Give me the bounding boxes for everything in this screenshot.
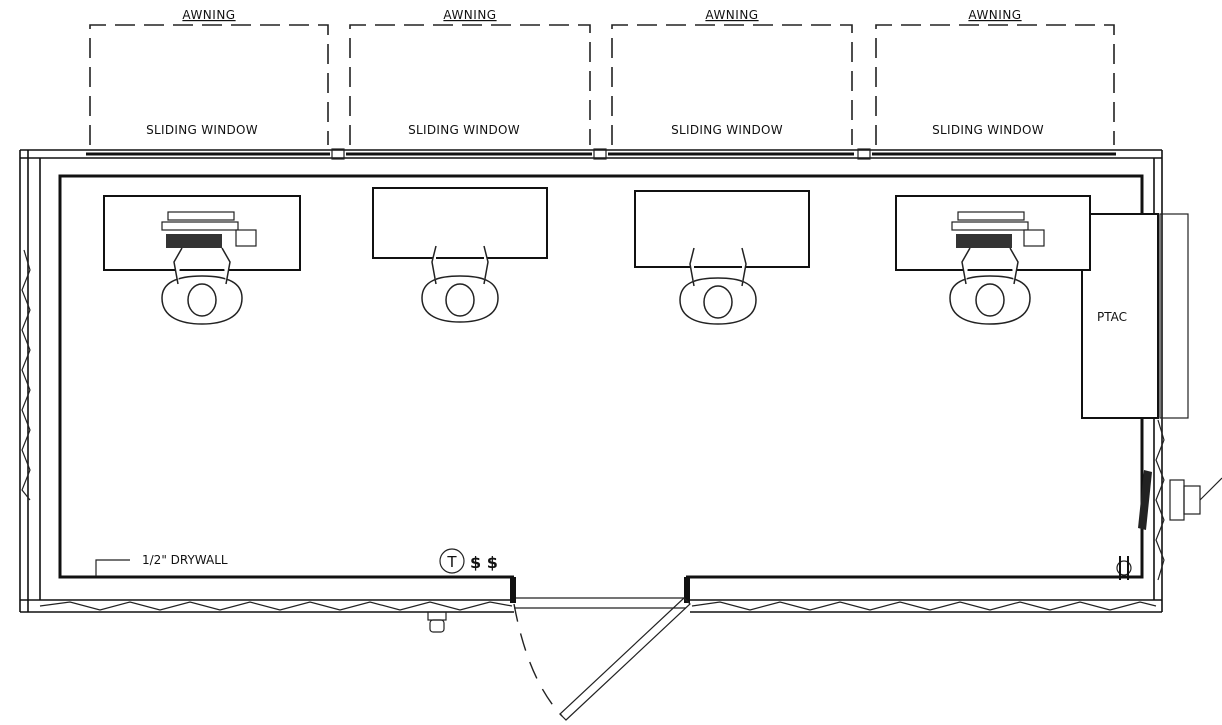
outlet-icon bbox=[1116, 556, 1132, 580]
sliding-window-label-1: SLIDING WINDOW bbox=[146, 123, 258, 137]
awning-label-3: AWNING bbox=[705, 8, 758, 22]
door-leaf bbox=[559, 597, 691, 721]
workstation-1 bbox=[103, 195, 301, 325]
awning-outline-3 bbox=[611, 24, 853, 145]
interior-drywall bbox=[58, 174, 1144, 579]
light-switches: $ $ bbox=[470, 553, 498, 572]
person-icon bbox=[421, 245, 499, 323]
sliding-window-label-3: SLIDING WINDOW bbox=[671, 123, 783, 137]
workstation-2 bbox=[372, 187, 548, 323]
exterior-walls bbox=[19, 148, 1165, 613]
sliding-window-label-2: SLIDING WINDOW bbox=[408, 123, 520, 137]
thermostat: T bbox=[439, 548, 465, 574]
awning-label-2: AWNING bbox=[443, 8, 496, 22]
desk-3 bbox=[634, 190, 810, 268]
awning-label-4: AWNING bbox=[968, 8, 1021, 22]
computer-icon bbox=[951, 211, 1045, 248]
workstation-4 bbox=[895, 195, 1091, 325]
desk-1 bbox=[103, 195, 301, 271]
exterior-light-icon bbox=[427, 611, 447, 633]
person-icon bbox=[949, 247, 1031, 325]
computer-icon bbox=[161, 211, 257, 248]
door-swing-arc bbox=[513, 603, 563, 717]
awning-label-1: AWNING bbox=[182, 8, 235, 22]
awning-outline-1 bbox=[89, 24, 329, 145]
electrical-meter-icon bbox=[1138, 470, 1222, 530]
desk-2 bbox=[372, 187, 548, 259]
ptac-label: PTAC bbox=[1097, 310, 1127, 324]
person-icon bbox=[679, 247, 757, 325]
desk-4 bbox=[895, 195, 1091, 271]
person-icon bbox=[161, 247, 243, 325]
awning-outline-2 bbox=[349, 24, 591, 145]
awning-group: AWNING AWNING AWNING AWNING SLIDING WIND… bbox=[89, 8, 1115, 145]
sliding-window-label-4: SLIDING WINDOW bbox=[932, 123, 1044, 137]
entry-door bbox=[510, 577, 691, 721]
workstation-3 bbox=[634, 190, 810, 325]
awning-outline-4 bbox=[875, 24, 1115, 145]
drywall-label: 1/2" DRYWALL bbox=[142, 553, 228, 567]
drywall-callout: 1/2" DRYWALL bbox=[95, 553, 228, 576]
thermostat-symbol: T bbox=[446, 553, 457, 571]
ptac-unit: PTAC bbox=[1081, 213, 1189, 419]
